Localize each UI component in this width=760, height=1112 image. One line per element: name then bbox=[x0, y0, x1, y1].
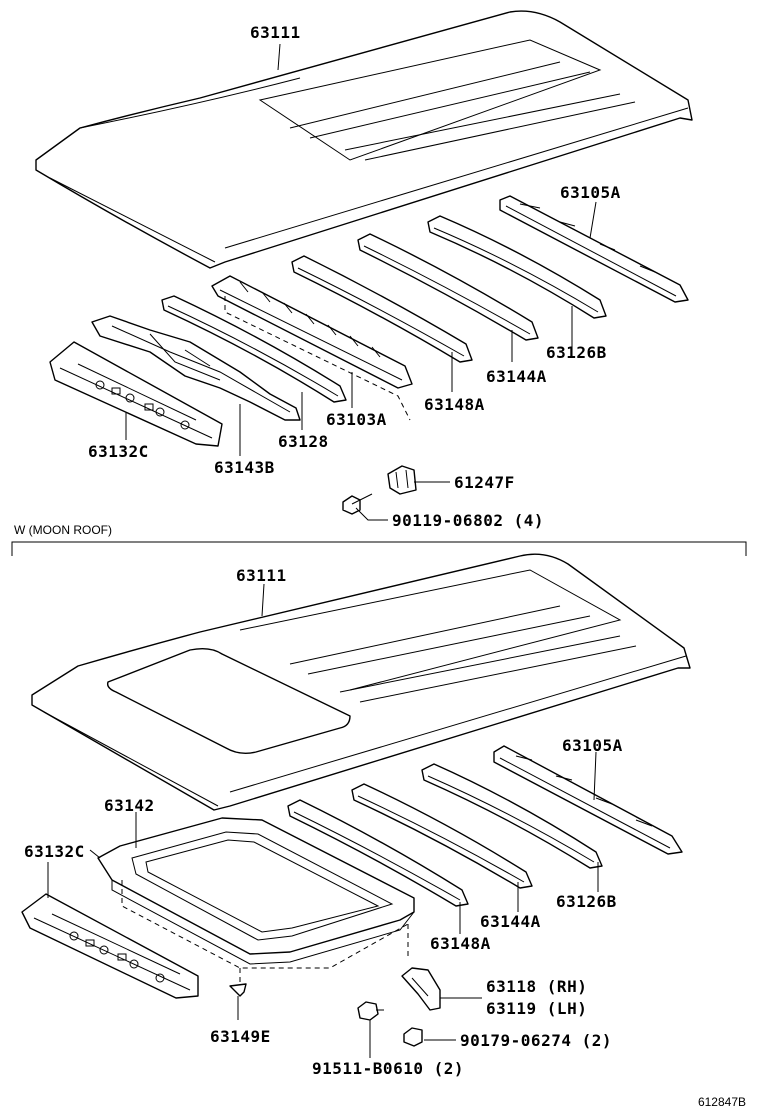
section-label: W (MOON ROOF) bbox=[14, 523, 112, 537]
bow-4-bottom bbox=[421, 763, 603, 869]
label-bracket: 61247F bbox=[454, 473, 515, 492]
label-bracket-lh: 63119 (LH) bbox=[486, 999, 587, 1018]
label-roof-panel: 63111 bbox=[250, 23, 301, 42]
label-bracket-rh: 63118 (RH) bbox=[486, 977, 587, 996]
bracket-bottom bbox=[401, 967, 441, 1011]
top-diagram: 63111 63105A 63126B 63144A 63148A 63103A… bbox=[35, 10, 693, 530]
label-bow-4: 63126B bbox=[556, 892, 617, 911]
label-rail-rear: 63105A bbox=[562, 736, 623, 755]
label-roof-panel: 63111 bbox=[236, 566, 287, 585]
bow-3-top bbox=[357, 233, 539, 341]
label-bolt: 90119-06802 (4) bbox=[392, 511, 544, 530]
reinforcement-top bbox=[211, 275, 413, 421]
label-rail-rear: 63105A bbox=[560, 183, 621, 202]
label-bow-4: 63126B bbox=[546, 343, 607, 362]
labels-bottom: 63111 63105A 63126B 63144A 63148A 63142 … bbox=[24, 566, 623, 1078]
bow-3-bottom bbox=[351, 783, 533, 889]
rail-front-inner-top bbox=[91, 315, 301, 421]
bow-4-top bbox=[427, 215, 607, 319]
roof-panel-bottom bbox=[31, 553, 691, 811]
rail-rear-top bbox=[499, 195, 689, 303]
bolt-bottom bbox=[357, 1001, 384, 1021]
bow-2-top bbox=[291, 255, 473, 363]
bolt-top bbox=[342, 493, 373, 515]
label-rail-front: 63132C bbox=[24, 842, 85, 861]
label-sunroof-frame: 63142 bbox=[104, 796, 155, 815]
label-bow-2: 63148A bbox=[430, 934, 491, 953]
rail-front-bottom bbox=[21, 893, 199, 999]
label-bow-1: 63128 bbox=[278, 432, 329, 451]
label-clip: 63149E bbox=[210, 1027, 271, 1046]
sunroof-frame bbox=[97, 817, 415, 990]
screw-bottom bbox=[403, 1027, 423, 1047]
labels-top: 63111 63105A 63126B 63144A 63148A 63103A… bbox=[88, 23, 621, 530]
label-rail-front-inner: 63143B bbox=[214, 458, 275, 477]
bracket-top bbox=[387, 465, 417, 495]
rail-rear-bottom bbox=[493, 745, 683, 855]
reference-code: 612847B bbox=[698, 1095, 746, 1109]
label-screw: 90179-06274 (2) bbox=[460, 1031, 612, 1050]
roof-panel-top bbox=[35, 10, 693, 269]
label-reinforcement: 63103A bbox=[326, 410, 387, 429]
leaders-bottom bbox=[47, 583, 599, 1058]
label-bow-3: 63144A bbox=[486, 367, 547, 386]
label-bow-3: 63144A bbox=[480, 912, 541, 931]
label-rail-front: 63132C bbox=[88, 442, 149, 461]
label-bow-2: 63148A bbox=[424, 395, 485, 414]
section-divider: W (MOON ROOF) bbox=[11, 523, 747, 556]
bow-1-top bbox=[161, 295, 347, 403]
rail-front-top bbox=[49, 341, 223, 447]
label-bolt: 91511-B0610 (2) bbox=[312, 1059, 464, 1078]
bow-2-bottom bbox=[287, 799, 469, 907]
clip-bottom bbox=[229, 983, 247, 1004]
leaders-top bbox=[125, 43, 597, 521]
bottom-diagram: 63111 63105A 63126B 63144A 63148A 63142 … bbox=[21, 553, 691, 1078]
